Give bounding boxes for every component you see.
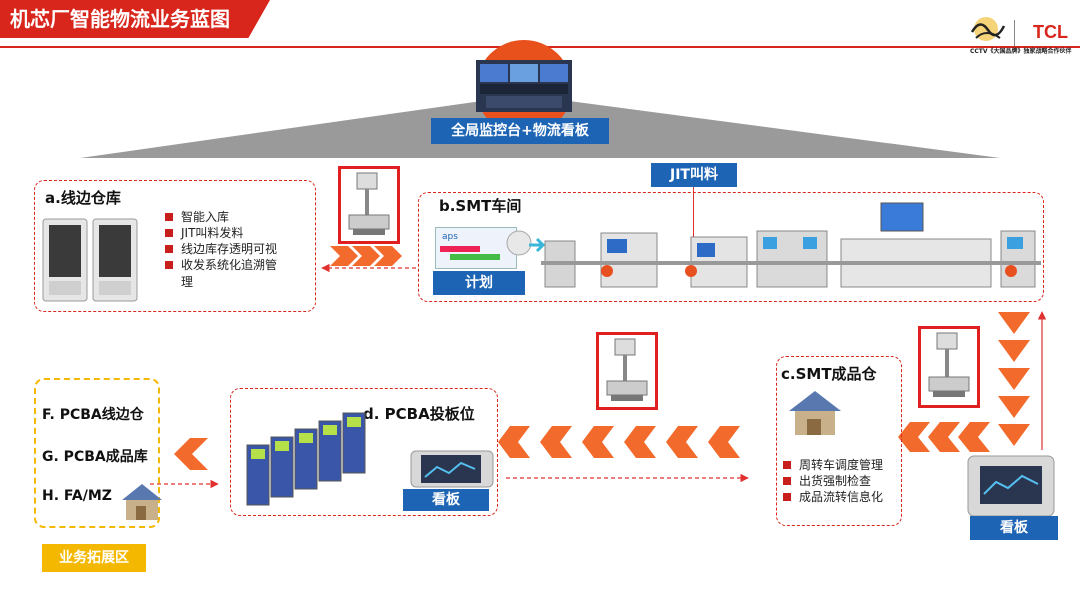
bullet-item: 出货强制检查 — [783, 473, 903, 489]
smt-finished-warehouse-title: c.SMT成品仓 — [781, 365, 877, 383]
logo-divider — [1014, 20, 1015, 46]
scale-highlight-a — [338, 166, 400, 244]
smt-workshop-title: b.SMT车间 — [439, 197, 522, 215]
line-side-warehouse-box: a.线边仓库 智能入库 JIT叫料发料 线边库存透明可视 收发系统化追溯管 理 — [34, 180, 316, 312]
jit-connector — [693, 187, 694, 237]
weighing-scale-icon — [606, 338, 648, 401]
bullet-item: 收发系统化追溯管 — [165, 257, 315, 273]
extension-item-h: H. FA/MZ — [42, 488, 112, 504]
plan-label: 计划 — [433, 271, 525, 295]
pcba-feeding-box: d. PCBA投板位 看板 — [230, 388, 498, 516]
aps-text: aps — [442, 232, 458, 242]
smt-finished-warehouse-box: c.SMT成品仓 周转车调度管理 出货强制检查 成品流转信息化 — [776, 356, 902, 526]
kanban-screen-icon — [967, 455, 1055, 517]
page-title: 机芯厂智能物流业务蓝图 — [0, 0, 270, 38]
planner-figure-icon — [506, 230, 546, 256]
smt-workshop-box: b.SMT车间 aps 计划 — [418, 192, 1044, 302]
pcba-rack-icon — [246, 412, 366, 506]
bullet-continuation: 理 — [181, 275, 194, 289]
extension-item-f: F. PCBA线边仓 — [42, 407, 144, 423]
extension-area-box: F. PCBA线边仓 G. PCBA成品库 H. FA/MZ — [34, 378, 162, 528]
pcba-feeding-title: d. PCBA投板位 — [363, 405, 475, 423]
bullet-item: 线边库存透明可视 — [165, 241, 315, 257]
smt-finished-bullets: 周转车调度管理 出货强制检查 成品流转信息化 — [783, 457, 903, 505]
scale-highlight-mid — [596, 332, 658, 410]
logo-area: TCL CCTV《大国品牌》独家战略合作伙伴 — [956, 8, 1074, 55]
aps-chart-icon — [440, 246, 500, 260]
weighing-scale-icon — [348, 172, 390, 235]
aps-planning-screen: aps — [435, 227, 517, 269]
bullet-item: 智能入库 — [165, 209, 315, 225]
warehouse-house-icon — [122, 484, 162, 520]
scale-highlight-c — [918, 326, 980, 408]
extension-item-g: G. PCBA成品库 — [42, 449, 148, 465]
kanban-label-c: 看板 — [970, 516, 1058, 540]
tcl-logo: TCL — [1033, 22, 1068, 42]
smt-production-line-icon — [541, 202, 1041, 288]
line-side-warehouse-title: a.线边仓库 — [45, 189, 121, 207]
finished-goods-house-icon — [789, 391, 841, 435]
line-side-warehouse-bullets: 智能入库 JIT叫料发料 线边库存透明可视 收发系统化追溯管 — [165, 209, 315, 273]
bullet-item: 成品流转信息化 — [783, 489, 903, 505]
jit-call-label: JIT叫料 — [651, 163, 737, 187]
bullet-item: JIT叫料发料 — [165, 225, 315, 241]
bullet-item: 周转车调度管理 — [783, 457, 903, 473]
extension-area-label: 业务拓展区 — [42, 544, 146, 572]
warehouse-cabinet-icon — [42, 218, 138, 302]
control-center-label: 全局监控台+物流看板 — [431, 118, 609, 144]
brand-calligraphy-logo-icon — [970, 17, 1006, 41]
logo-caption: CCTV《大国品牌》独家战略合作伙伴 — [970, 48, 1072, 55]
kanban-label-d: 看板 — [403, 489, 489, 511]
weighing-scale-icon — [928, 332, 970, 397]
kanban-screen-icon — [410, 450, 494, 488]
